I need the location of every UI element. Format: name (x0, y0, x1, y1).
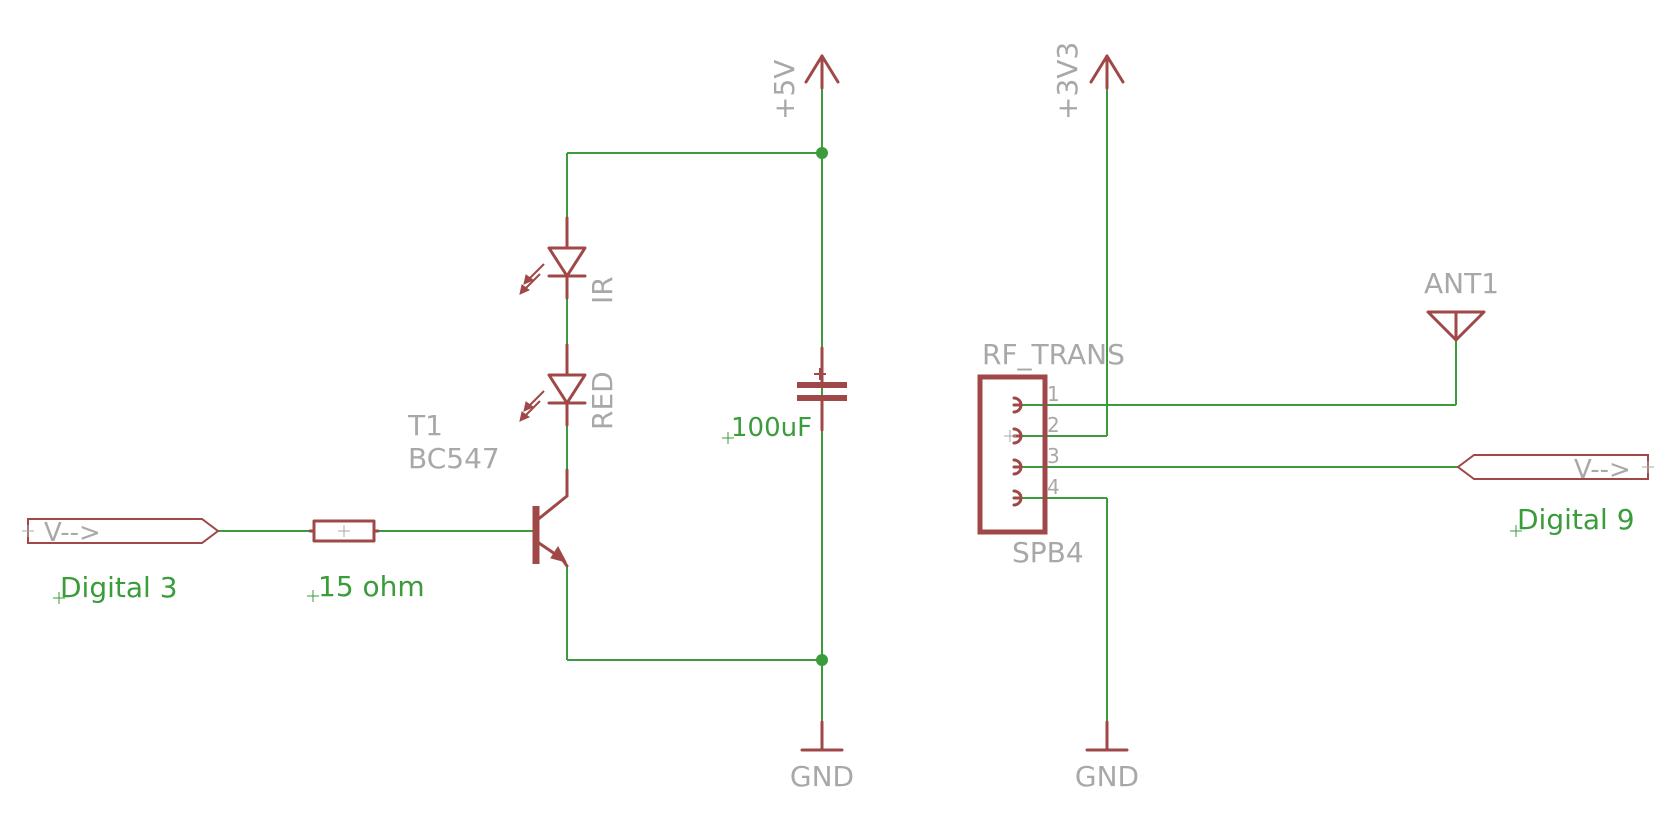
gnd-right-symbol (1085, 720, 1129, 752)
transistor-value: BC547 (408, 442, 500, 475)
red-led-label: RED (586, 371, 619, 430)
connector-pin3-label: 3 (1047, 444, 1060, 468)
left-port-symbol (22, 518, 220, 544)
right-port-symbol (1456, 454, 1654, 480)
connector-value: SPB4 (1012, 536, 1084, 569)
gnd-left-label: GND (790, 760, 854, 793)
resistor-symbol (308, 519, 380, 543)
ir-led-label: IR (586, 276, 619, 304)
connector-symbol (977, 374, 1048, 535)
connector-name: RF_TRANS (982, 338, 1125, 371)
left-port-label: Digital 3 (60, 571, 178, 604)
transistor-name: T1 (407, 409, 443, 442)
antenna-name: ANT1 (1424, 267, 1499, 300)
junction-top (816, 147, 828, 159)
capacitor-symbol (797, 346, 847, 432)
capacitor-origin-cross (722, 432, 734, 444)
ir-led-symbol (519, 216, 587, 300)
right-port-origin-cross (1510, 525, 1522, 537)
supply-5v-symbol (804, 54, 840, 90)
connector-pin1-label: 1 (1047, 382, 1060, 406)
resistor-origin-cross (307, 590, 319, 602)
gnd-right-label: GND (1075, 760, 1139, 793)
antenna-symbol (1426, 310, 1486, 342)
connector-pin4-label: 4 (1047, 475, 1060, 499)
left-port-arrow: V--> (44, 518, 101, 548)
red-led-symbol (519, 343, 587, 427)
supply-3v3-label: +3V3 (1051, 42, 1084, 120)
resistor-value: 15 ohm (318, 570, 425, 603)
supply-5v-label: +5V (768, 60, 801, 120)
supply-3v3-symbol (1089, 54, 1125, 90)
gnd-left-symbol (800, 720, 844, 752)
right-port-arrow: V--> (1574, 455, 1631, 485)
junction-bottom (816, 654, 828, 666)
connector-pin2-label: 2 (1047, 413, 1060, 437)
wires (218, 80, 1458, 735)
capacitor-value: 100uF (731, 413, 812, 443)
left-port-origin-cross (53, 592, 65, 604)
transistor-symbol (532, 468, 569, 568)
right-port-label: Digital 9 (1517, 503, 1635, 536)
